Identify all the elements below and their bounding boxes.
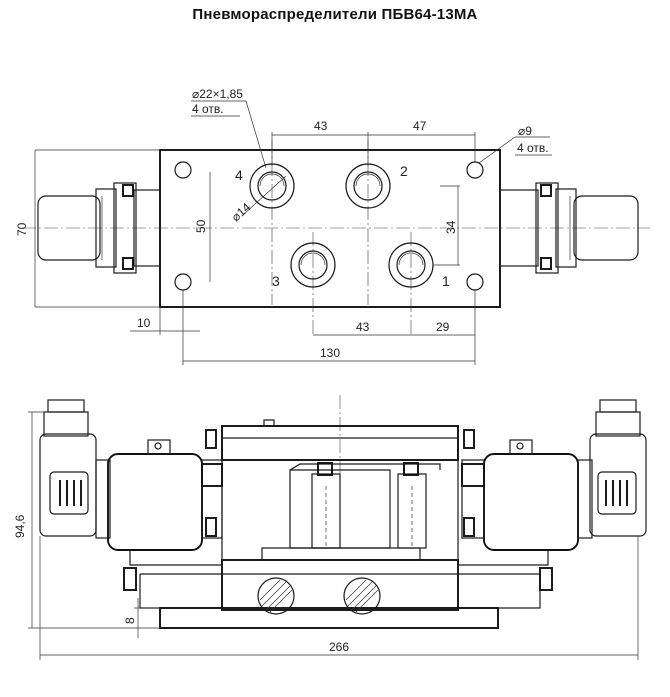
dim-29: 29 [436, 320, 450, 334]
drawing-title: Пневмораспределители ПБВ64-13МА [192, 6, 478, 23]
dim-34: 34 [444, 220, 458, 234]
callout-port-thread: ⌀22×1,85 [192, 87, 243, 101]
mounting-hole [466, 273, 484, 291]
callout-hole-count: 4 отв. [517, 141, 549, 155]
valve-base-block [221, 559, 459, 611]
actuator-frame [221, 425, 459, 461]
mounting-hole [174, 273, 192, 291]
top-view: 4 2 3 1 70 50 [15, 87, 650, 365]
dim-70: 70 [15, 222, 29, 236]
mounting-hole [174, 161, 192, 179]
front-port-right [343, 577, 381, 615]
left-solenoid-top [37, 182, 161, 274]
dim-8: 8 [123, 617, 137, 624]
right-solenoid-front [458, 399, 647, 566]
valve-mount-base [159, 607, 499, 629]
dim-dia-14: ⌀14 [229, 200, 254, 224]
front-port-left [257, 577, 295, 615]
dim-10: 10 [137, 316, 151, 330]
right-solenoid-top [499, 182, 639, 274]
left-solenoid-front [39, 399, 223, 566]
dim-43-top: 43 [314, 119, 328, 133]
dim-266: 266 [329, 640, 349, 654]
dim-50: 50 [194, 219, 208, 233]
callout-hole-dia: ⌀9 [518, 124, 532, 138]
port-label-4: 4 [235, 167, 243, 183]
dim-94-6: 94,6 [13, 514, 27, 538]
dim-130: 130 [320, 346, 340, 360]
port-label-2: 2 [400, 163, 408, 179]
port-label-1: 1 [442, 273, 450, 289]
dim-47-top: 47 [413, 119, 427, 133]
front-view: 94,6 8 266 [13, 395, 647, 660]
port-label-3: 3 [272, 273, 280, 289]
dim-43-bottom: 43 [356, 320, 370, 334]
port-3 [290, 242, 336, 288]
mounting-hole [466, 161, 484, 179]
callout-port-count: 4 отв. [192, 102, 224, 116]
